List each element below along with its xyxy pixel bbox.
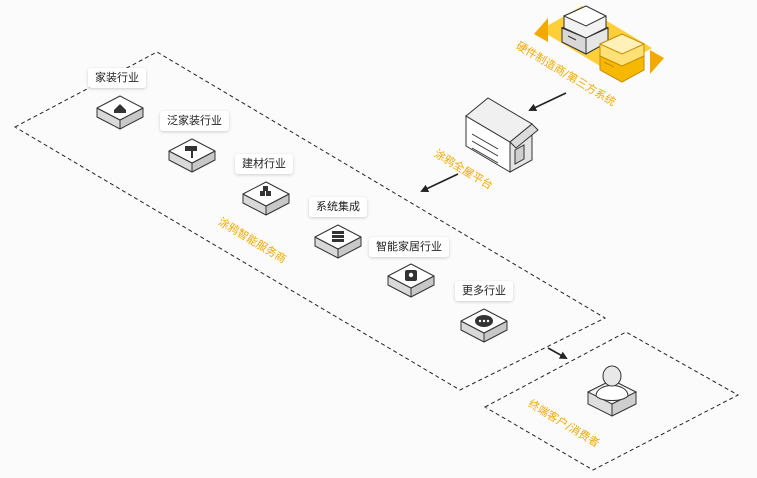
industry-cube [242, 181, 290, 216]
consumer-region-border [483, 331, 740, 471]
industry-label-building-materials: 建材行业 [235, 154, 293, 174]
arrow-integrators-to-consumers [547, 347, 568, 359]
smart-device-icon [405, 270, 417, 281]
more-dots-icon [475, 315, 493, 327]
server-stack-icon [332, 231, 344, 242]
industry-cube [387, 263, 435, 298]
industry-label-more: 更多行业 [455, 281, 513, 301]
industry-cube [96, 95, 144, 130]
integrator-region-border [13, 51, 607, 391]
warehouse-icon [465, 97, 539, 173]
industry-cube [314, 224, 362, 259]
industry-cube [168, 138, 216, 173]
industry-label-extended-home: 泛家装行业 [160, 111, 229, 131]
brick-stack-icon [260, 186, 271, 196]
paint-roller-icon [185, 146, 197, 158]
industry-cube [460, 308, 508, 343]
house-icon [114, 104, 126, 113]
arrow-platform-to-integrators [420, 173, 459, 193]
industry-label-home-decoration: 家装行业 [88, 68, 146, 88]
consumer-person-icon [586, 365, 638, 417]
industry-label-system-integration: 系统集成 [309, 197, 367, 217]
arrow-supplier-to-platform [528, 92, 567, 112]
industry-label-smart-home: 智能家居行业 [369, 237, 449, 257]
server-stack-icon [560, 5, 646, 83]
